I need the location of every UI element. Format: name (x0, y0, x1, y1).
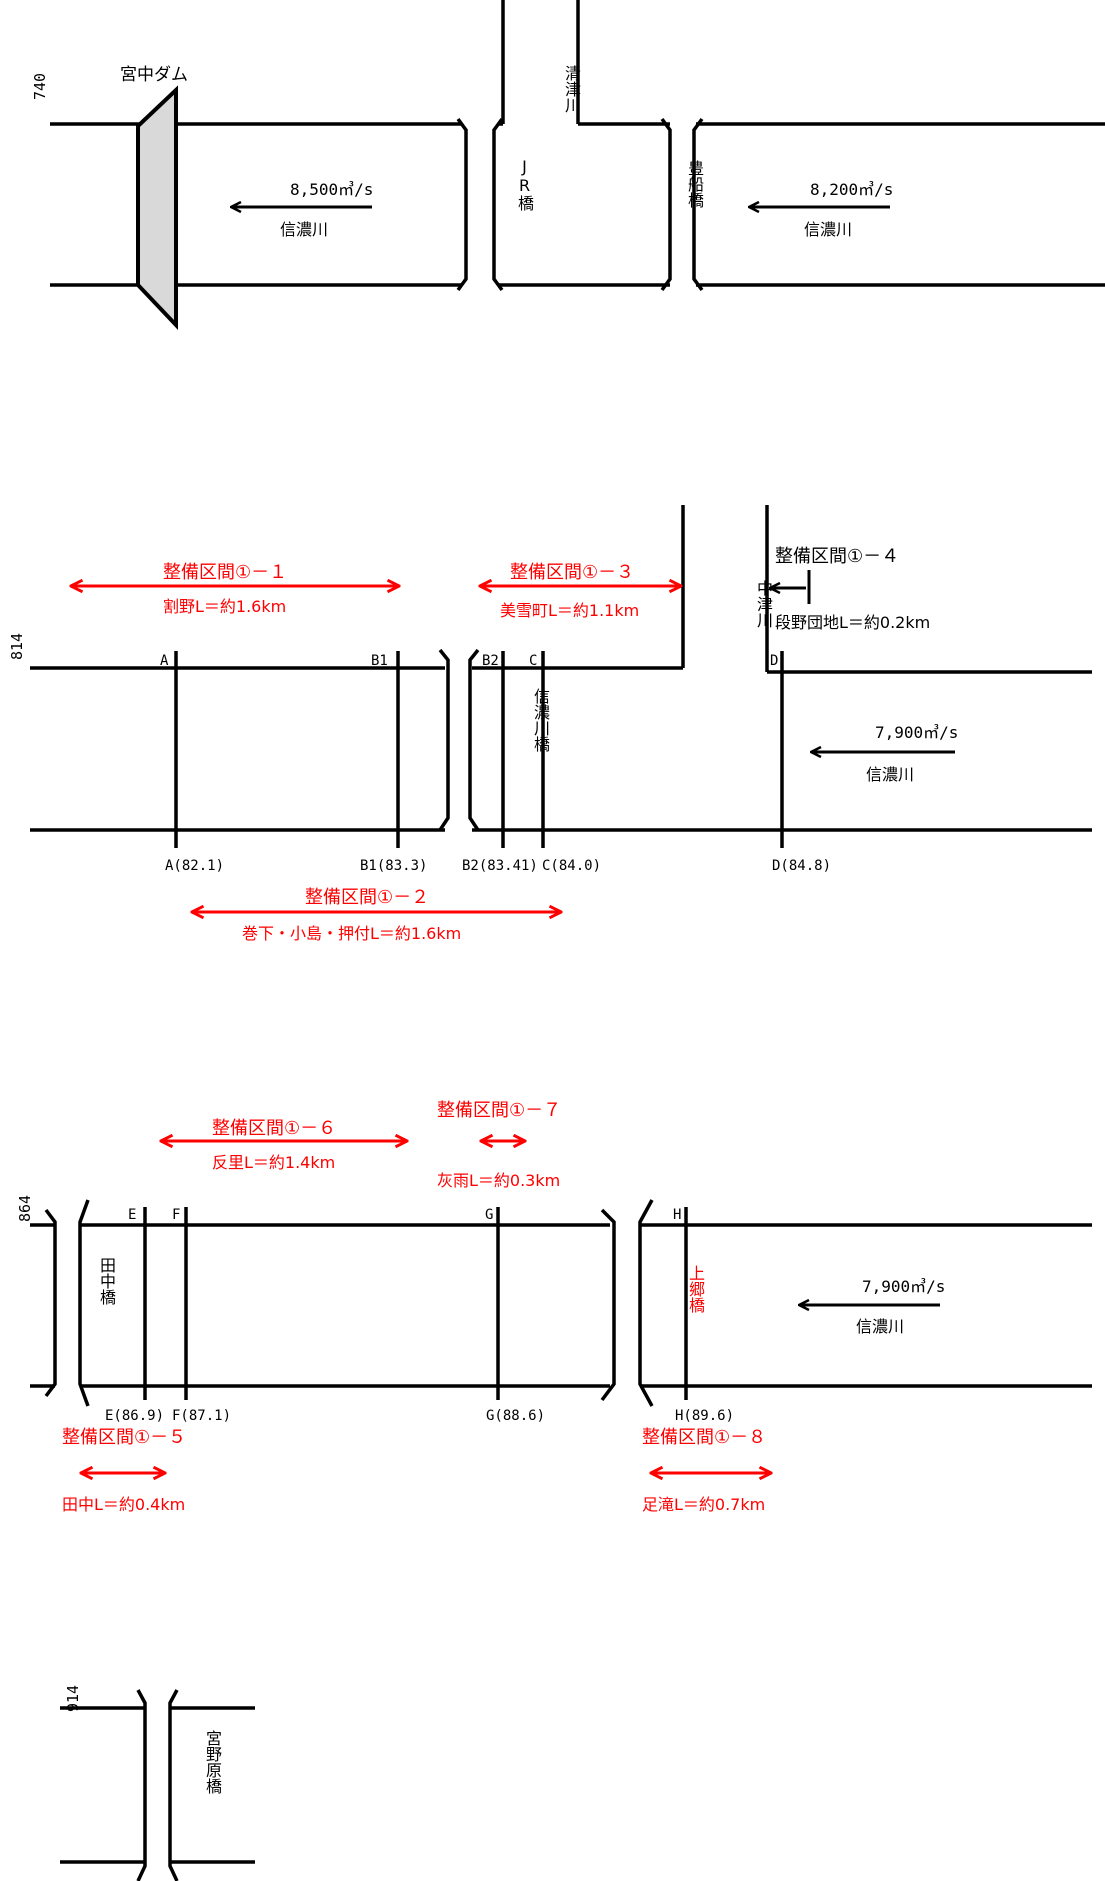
row2-section: 814 A B1 B2 C D A(82.1) B1(83.3) B2(83.4… (8, 505, 1092, 943)
section-1-6: 整備区間①－６ 反里L＝約1.4km (162, 1118, 406, 1172)
row3-flow-value: 7,900㎥/s (862, 1277, 945, 1296)
toyofune-bridge-left-edge (660, 117, 672, 292)
section-1-3-title: 整備区間①－３ (510, 562, 634, 583)
point-g-code: G (485, 1207, 493, 1223)
point-d-label: D(84.8) (772, 858, 831, 874)
shinano-bridge-right-edge (468, 648, 480, 831)
point-a-label: A(82.1) (165, 858, 224, 874)
point-c-code: C (529, 653, 537, 669)
point-f-code: F (172, 1207, 180, 1223)
section-1-7-title: 整備区間①－７ (437, 1100, 561, 1121)
kamigo-bridge-left-edge (600, 1208, 616, 1402)
section-1-7-detail: 灰雨L＝約0.3km (437, 1171, 560, 1190)
jr-bridge-right-edge (492, 117, 504, 292)
point-d-code: D (770, 653, 778, 669)
section-1-1-detail: 割野L＝約1.6km (163, 597, 286, 616)
shinano-bridge-label: 信濃川橋 (486, 688, 550, 753)
row3-section: 864 E F G H E(86.9) F(87.1) G(88.6) H(89… (16, 1100, 1092, 1514)
miyanohara-bridge-right-edge (168, 1689, 179, 1881)
jr-bridge-label: JR橋 (480, 157, 534, 212)
section-1-2-detail: 巻下・小島・押付L＝約1.6km (242, 924, 461, 943)
point-b1-label: B1(83.3) (360, 858, 427, 874)
row3-km-label: 864 (16, 1195, 34, 1222)
miyanohara-bridge-left-edge (136, 1689, 147, 1881)
point-f-label: F(87.1) (172, 1408, 231, 1424)
point-h-label: H(89.6) (675, 1408, 734, 1424)
row4-km-label: 914 (64, 1685, 82, 1712)
section-1-4-detail: 段野団地L＝約0.2km (775, 613, 930, 632)
section-1-7: 整備区間①－７ 灰雨L＝約0.3km (437, 1100, 561, 1190)
row2-flow-value: 7,900㎥/s (875, 723, 958, 742)
row1-flow-left-value: 8,500㎥/s (290, 180, 373, 199)
row2-flow-river: 信濃川 (866, 765, 914, 784)
point-g-label: G(88.6) (486, 1408, 545, 1424)
toyofune-bridge-right-edge (692, 117, 704, 292)
row3-flow-river: 信濃川 (856, 1317, 904, 1336)
point-h-code: H (673, 1207, 681, 1223)
section-1-1-title: 整備区間①－１ (163, 562, 287, 583)
section-1-2-title: 整備区間①－２ (305, 887, 429, 908)
miyanohara-bridge-label: 宮野原橋 (158, 1730, 222, 1795)
section-1-4-title: 整備区間①－４ (775, 546, 899, 567)
row1-section: 740 宮中ダム 清津川 8,500㎥/s 信濃川 8,200㎥/s (31, 0, 1105, 331)
point-b1-code: B1 (371, 653, 388, 669)
jr-bridge-left-edge (456, 117, 468, 292)
section-1-8: 整備区間①－８ 足滝L＝約0.7km (642, 1427, 770, 1514)
point-e-label: E(86.9) (105, 1408, 164, 1424)
section-1-2: 整備区間①－２ 巻下・小島・押付L＝約1.6km (193, 887, 560, 943)
section-1-3-detail: 美雪町L＝約1.1km (500, 601, 639, 620)
point-b2-code: B2 (482, 653, 499, 669)
point-e-code: E (128, 1207, 136, 1223)
tanaka-bridge-label: 田中橋 (68, 1257, 116, 1306)
point-c-label: C(84.0) (542, 858, 601, 874)
kiyotsu-river-label: 清津川 (533, 65, 581, 113)
section-1-5-detail: 田中L＝約0.4km (62, 1495, 185, 1514)
section-1-1: 整備区間①－１ 割野L＝約1.6km (72, 562, 398, 616)
dam-label: 宮中ダム (120, 65, 188, 85)
section-1-8-title: 整備区間①－８ (642, 1427, 766, 1448)
kamigo-bridge-label: 上郷橋 (657, 1265, 705, 1314)
row4-section: 914 宮野原橋 (60, 1685, 255, 1881)
point-b2-label: B2(83.41) (462, 858, 538, 874)
miyanaka-dam-shape (136, 85, 178, 331)
row1-flow-left-river: 信濃川 (280, 220, 328, 239)
point-a-code: A (160, 653, 169, 669)
kamigo-bridge-right-edge (638, 1199, 654, 1407)
toyofune-bridge-label: 豊船橋 (656, 160, 704, 209)
row2-km-label: 814 (8, 633, 26, 660)
section-1-8-detail: 足滝L＝約0.7km (642, 1495, 765, 1514)
tanaka-bridge-left-edge (44, 1208, 57, 1398)
section-1-5: 整備区間①－５ 田中L＝約0.4km (62, 1427, 186, 1514)
section-1-5-title: 整備区間①－５ (62, 1427, 186, 1448)
row1-flow-right-value: 8,200㎥/s (810, 180, 893, 199)
section-1-4: 整備区間①－４ 段野団地L＝約0.2km (771, 546, 930, 632)
row1-flow-right-river: 信濃川 (804, 220, 852, 239)
section-1-6-detail: 反里L＝約1.4km (212, 1153, 335, 1172)
shinano-bridge-left-edge (438, 648, 450, 831)
section-1-3: 整備区間①－３ 美雪町L＝約1.1km (481, 562, 680, 620)
row1-km-label: 740 (31, 73, 49, 100)
section-1-6-title: 整備区間①－６ (212, 1118, 336, 1139)
tanaka-bridge-right-edge (78, 1199, 90, 1407)
